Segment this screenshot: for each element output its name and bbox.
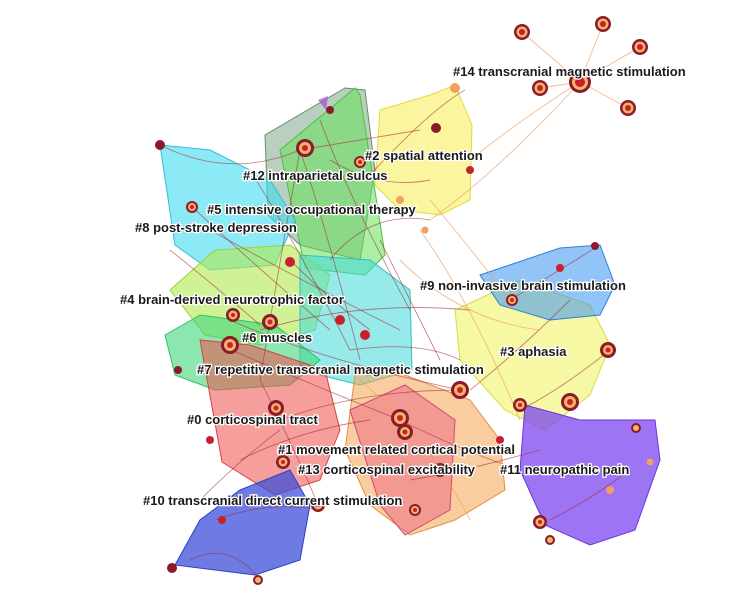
node bbox=[335, 315, 345, 325]
cluster-label-7: #7 repetitive transcranial magnetic stim… bbox=[197, 362, 484, 377]
cluster-label-3: #3 aphasia bbox=[500, 344, 567, 359]
node bbox=[591, 242, 599, 250]
cluster-hull-10 bbox=[174, 469, 311, 576]
node bbox=[595, 16, 611, 32]
node bbox=[506, 294, 518, 306]
cluster-hull-0 bbox=[199, 339, 341, 496]
cluster-label-5: #5 intensive occupational therapy bbox=[207, 202, 417, 217]
node bbox=[620, 100, 636, 116]
cluster-label-10: #10 transcranial direct current stimulat… bbox=[143, 493, 402, 508]
cluster-label-4: #4 brain-derived neurotrophic factor bbox=[120, 292, 344, 307]
cluster-label-6: #6 muscles bbox=[242, 330, 312, 345]
node bbox=[253, 575, 263, 585]
node bbox=[186, 201, 198, 213]
node bbox=[354, 156, 366, 168]
node bbox=[632, 39, 648, 55]
cluster-label-13: #13 corticospinal excitability bbox=[298, 462, 476, 477]
cluster-label-9: #9 non-invasive brain stimulation bbox=[420, 278, 626, 293]
node bbox=[155, 140, 165, 150]
cluster-label-2: #2 spatial attention bbox=[365, 148, 483, 163]
cluster-hull-8 bbox=[159, 144, 296, 271]
cluster-label-1: #1 movement related cortical potential bbox=[278, 442, 515, 457]
node bbox=[221, 336, 239, 354]
node bbox=[186, 296, 194, 304]
cluster-label-11: #11 neuropathic pain bbox=[500, 462, 629, 477]
node bbox=[262, 314, 278, 330]
cluster-hull-1 bbox=[349, 384, 456, 536]
node bbox=[174, 366, 182, 374]
node bbox=[360, 330, 370, 340]
node bbox=[545, 535, 555, 545]
node bbox=[285, 257, 295, 267]
node bbox=[514, 24, 530, 40]
node bbox=[206, 436, 214, 444]
cluster-label-0: #0 corticospinal tract bbox=[187, 412, 318, 427]
network-nodes bbox=[155, 16, 654, 585]
node bbox=[513, 398, 527, 412]
node bbox=[268, 400, 284, 416]
node bbox=[276, 455, 290, 469]
node bbox=[466, 166, 474, 174]
node bbox=[431, 123, 441, 133]
network-links bbox=[159, 89, 631, 581]
cluster-hull-small-violet bbox=[318, 96, 328, 110]
node bbox=[631, 423, 641, 433]
cluster-label-8: #8 post-stroke depression bbox=[135, 220, 297, 235]
node bbox=[556, 264, 564, 272]
node bbox=[296, 139, 314, 157]
node bbox=[391, 409, 409, 427]
node bbox=[451, 381, 469, 399]
cluster-hull-11 bbox=[519, 404, 661, 546]
node bbox=[316, 206, 324, 214]
node bbox=[242, 366, 250, 374]
node-cluster-14-hub bbox=[569, 71, 591, 93]
node bbox=[218, 516, 226, 524]
node bbox=[450, 83, 460, 93]
node bbox=[533, 515, 547, 529]
node bbox=[606, 486, 614, 494]
node bbox=[167, 563, 177, 573]
node bbox=[496, 436, 504, 444]
cluster-labels: #14 transcranial magnetic stimulation #2… bbox=[119, 63, 687, 510]
node bbox=[421, 226, 429, 234]
node bbox=[326, 106, 334, 114]
node bbox=[397, 424, 413, 440]
cluster-hull-13 bbox=[344, 374, 506, 536]
cluster-label-12: #12 intraparietal sulcus bbox=[243, 168, 388, 183]
node bbox=[433, 463, 447, 477]
network-links-light bbox=[359, 23, 641, 521]
node bbox=[561, 393, 579, 411]
node bbox=[226, 308, 240, 322]
node bbox=[600, 342, 616, 358]
node bbox=[396, 196, 404, 204]
cluster-label-14: #14 transcranial magnetic stimulation bbox=[453, 64, 686, 79]
node bbox=[646, 458, 654, 466]
node bbox=[532, 80, 548, 96]
node bbox=[409, 504, 421, 516]
node bbox=[311, 498, 325, 512]
